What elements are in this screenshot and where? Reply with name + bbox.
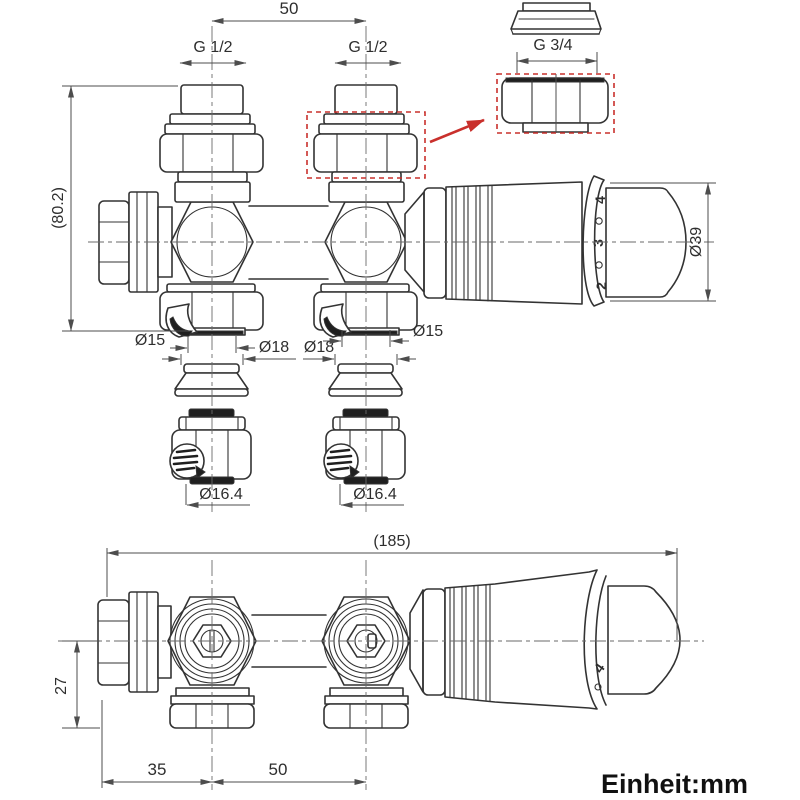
- dial-number-2: 2: [593, 282, 609, 290]
- dim-label: Ø18: [259, 339, 289, 356]
- hex-nut-detail: [501, 74, 609, 133]
- dim-port-spacing-50: 50: [211, 0, 367, 24]
- thermostatic-head-side: 4: [422, 569, 681, 710]
- tailpiece-fitting-left: [168, 362, 253, 486]
- dim-label: 50: [269, 760, 288, 779]
- dial-number-3: 3: [590, 239, 606, 247]
- left-flange: [128, 591, 159, 693]
- dim-label: Ø15: [413, 323, 443, 340]
- dial-ring: [582, 175, 605, 307]
- dial-dot-icon: [595, 217, 603, 225]
- left-hex-cap: [98, 200, 130, 285]
- detail-callout: G 3/4: [496, 2, 615, 134]
- dim-label: G 1/2: [193, 39, 232, 56]
- dim-label: Ø15: [135, 332, 165, 349]
- dim-fitting-right-16-4: Ø16.4: [339, 484, 404, 508]
- dim-thread-left-g12: G 1/2: [179, 39, 247, 66]
- dim-label: Ø18: [304, 339, 334, 356]
- dial-dot-icon: [595, 261, 603, 269]
- dim-label: (185): [373, 533, 410, 550]
- dim-thread-g34: G 3/4: [516, 37, 598, 73]
- left-hex-cap: [97, 599, 130, 686]
- dim-label: (80.2): [50, 187, 67, 229]
- dim-label: Ø16.4: [199, 486, 243, 503]
- dim-offset-27: 27: [53, 640, 100, 729]
- dial-dot-icon: [594, 683, 602, 691]
- dim-tail-left-18: Ø18: [162, 339, 296, 365]
- union-nut-right: [313, 283, 418, 338]
- dim-total-length-185: (185): [106, 533, 678, 640]
- dim-tail-right-15: Ø15: [323, 323, 443, 347]
- callout-box-source: [306, 111, 426, 179]
- dim-label: Ø16.4: [353, 486, 397, 503]
- unit-note: Einheit:mm: [601, 769, 748, 799]
- dim-label: G 3/4: [533, 37, 572, 54]
- callout-arrow-icon: [429, 118, 485, 144]
- dim-label: 35: [148, 760, 167, 779]
- dim-fitting-left-16-4: Ø16.4: [185, 484, 250, 508]
- dim-label: Ø39: [688, 227, 705, 257]
- union-nut-left: [159, 283, 264, 338]
- dim-head-diameter-39: Ø39: [610, 182, 716, 302]
- callout-box-detail: [496, 73, 615, 134]
- dim-label: 50: [280, 0, 299, 18]
- thermostatic-head-front: 4 3 2: [423, 175, 687, 307]
- dial-ring-edge: [595, 575, 607, 706]
- side-view: 4 (185) 27 35 50: [53, 533, 704, 790]
- tailpiece-fitting-right: [322, 362, 407, 486]
- dim-height-80-2: (80.2): [50, 85, 190, 332]
- head-cap: [607, 585, 681, 695]
- dim-spacing-50: 50: [211, 760, 367, 785]
- dim-label: G 1/2: [348, 39, 387, 56]
- adapter-cap: [510, 2, 602, 35]
- dim-tail-right-18: Ø18: [303, 339, 416, 365]
- dim-thread-right-g12: G 1/2: [334, 39, 402, 66]
- dim-tail-left-15: Ø15: [135, 332, 255, 353]
- front-view: 4 3 2 50 G 1/2 G 1/2 (80.2): [50, 0, 716, 512]
- head-cap: [605, 187, 687, 298]
- dim-label: 27: [53, 677, 70, 695]
- dial-number-4: 4: [592, 196, 608, 204]
- dim-spacing-35: 35: [101, 700, 213, 788]
